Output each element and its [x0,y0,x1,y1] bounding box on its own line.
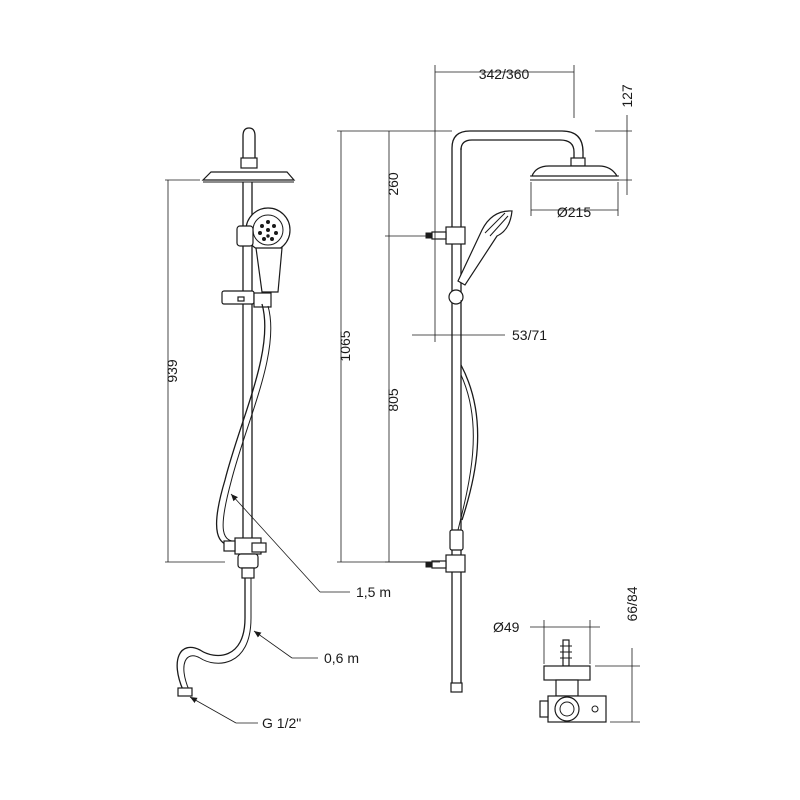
valve-diameter-label: Ø49 [493,619,520,635]
thread-label: G 1/2" [262,715,301,731]
thread-connector [177,687,193,697]
dimension-53-71: 53/71 [412,240,547,343]
hand-shower-front [457,210,513,286]
dimension-127-label: 127 [619,84,635,108]
connector-hose-length-label: 0,6 m [324,650,359,666]
hand-shower-side [236,207,291,293]
dimension-342-360-label: 342/360 [479,66,530,82]
dimension-805: 805 [385,236,430,563]
dimension-head-diameter: Ø215 [530,182,619,220]
dimension-1065: 1065 [337,130,452,563]
connector-hose [176,578,246,691]
callout-thread: G 1/2" [189,696,301,731]
dimension-342-360: 342/360 [434,65,575,240]
valve-detail [539,639,607,723]
rain-shower-head-front [531,165,619,177]
diverter-side [223,537,267,579]
shower-hose [215,303,266,547]
head-diameter-label: Ø215 [557,204,591,220]
side-view [176,127,296,697]
dimension-valve-diameter: Ø49 [493,619,600,664]
dimension-260-label: 260 [385,172,401,196]
dimension-1065-label: 1065 [337,330,353,361]
dimension-260: 260 [385,131,430,237]
callout-hose-length: 1,5 m [230,493,391,600]
callout-connector-hose-length: 0,6 m [253,630,359,666]
dimension-66-84: 66/84 [595,586,640,723]
dimension-66-84-label: 66/84 [624,586,640,621]
dimension-53-71-label: 53/71 [512,327,547,343]
head-connector [240,157,258,169]
hose-length-label: 1,5 m [356,584,391,600]
dimension-939: 939 [164,179,225,563]
rain-shower-head [201,171,296,181]
dimension-939-label: 939 [164,359,180,383]
front-view [425,130,619,693]
dimension-127: 127 [595,84,635,195]
dimension-805-label: 805 [385,388,401,412]
